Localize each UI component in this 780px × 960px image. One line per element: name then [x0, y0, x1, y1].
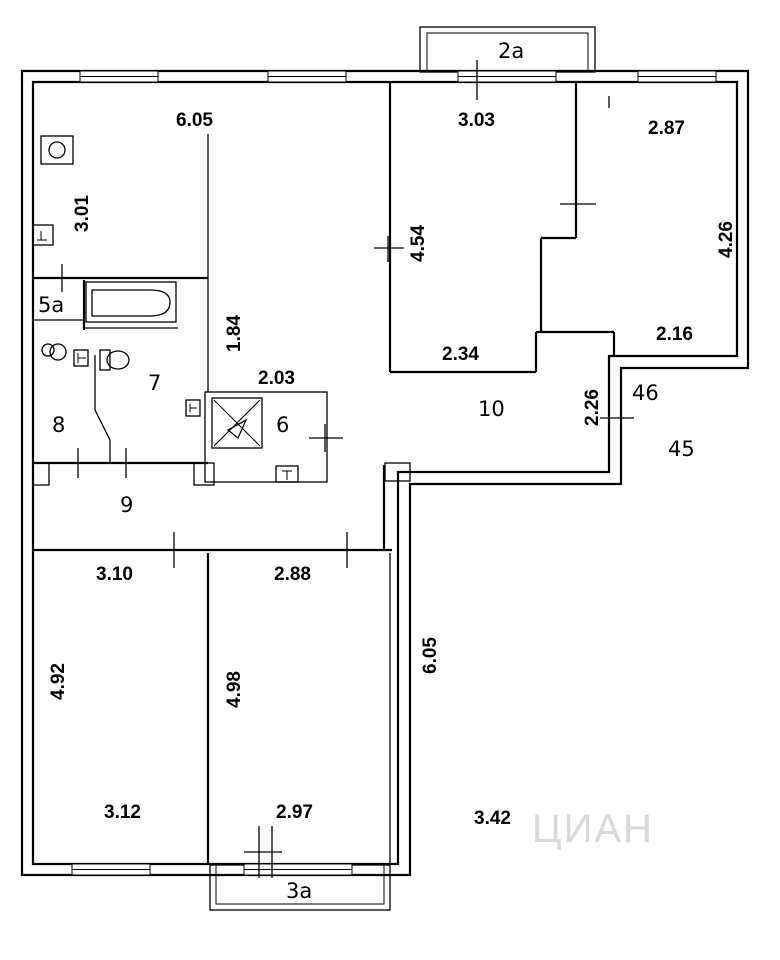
sink-icon	[32, 224, 54, 246]
windows	[71, 70, 717, 876]
room-number-closet: 5а	[38, 293, 64, 317]
stove-icon	[40, 135, 74, 165]
watermark-text: ЦИАН	[532, 807, 654, 851]
ventilation-shaft-icon	[213, 399, 261, 447]
window-top-4	[637, 70, 717, 83]
room-number-corridor: 9	[120, 493, 133, 517]
dim-room-top-right-bottom: 2.16	[656, 324, 693, 345]
dim-top-left-width: 6.05	[176, 110, 213, 131]
washbasin-icon	[41, 343, 67, 361]
fixtures	[32, 135, 299, 483]
dim-corridor-height: 1.84	[224, 315, 245, 352]
window-top-2	[267, 70, 347, 83]
dim-room-top-mid-bottom: 2.34	[442, 344, 479, 365]
dim-bath-height: 3.01	[72, 195, 93, 232]
dim-bottom-left-width: 3.10	[96, 564, 133, 585]
door-marks	[61, 60, 634, 878]
tap-icon	[73, 349, 89, 367]
dim-right-area-width: 3.42	[474, 808, 511, 829]
window-top-3	[457, 70, 557, 83]
dim-bottom-left-height: 4.92	[48, 663, 69, 700]
dim-bottom-mid-width: 2.88	[274, 564, 311, 585]
dim-pantry-width: 2.03	[258, 368, 295, 389]
room-number-balcony-top: 2а	[498, 39, 524, 63]
dim-room-top-right-width: 2.87	[648, 118, 685, 139]
room-number-balcony-bottom: 3а	[286, 879, 312, 903]
dim-room-top-right-height: 4.26	[716, 221, 737, 258]
bathtub-icon	[85, 281, 177, 323]
dim-bottom-left-bottom: 3.12	[104, 802, 141, 823]
interior-walls	[32, 82, 616, 864]
window-bottom-2	[243, 863, 353, 876]
toilet-icon	[99, 349, 130, 371]
dimension-labels: 6.05 3.03 2.87 3.01 4.54 4.26 1.84 2.34 …	[48, 110, 737, 829]
dim-bottom-mid-bottom: 2.97	[276, 802, 313, 823]
socket-icon	[275, 465, 299, 483]
window-top-1	[79, 70, 159, 83]
room-number-wc: 8	[52, 413, 65, 437]
dim-right-wall-length: 6.05	[420, 637, 441, 674]
dim-bottom-mid-height: 4.98	[224, 671, 245, 708]
room-number-hall: 10	[478, 397, 505, 421]
window-bottom-1	[71, 863, 151, 876]
dim-hall-depth: 2.26	[582, 389, 603, 426]
dim-room-top-mid-height: 4.54	[408, 225, 429, 262]
room-number-bathroom: 7	[148, 371, 161, 395]
room-numbers: 2а 3а 5а 6 7 8 9 10 46 45	[38, 39, 695, 903]
dim-room-top-mid-width: 3.03	[458, 110, 495, 131]
room-number-45: 45	[668, 437, 695, 461]
exterior-walls	[20, 69, 750, 877]
room-number-46: 46	[632, 381, 659, 405]
room-number-pantry: 6	[276, 413, 289, 437]
meter-icon	[185, 399, 201, 417]
